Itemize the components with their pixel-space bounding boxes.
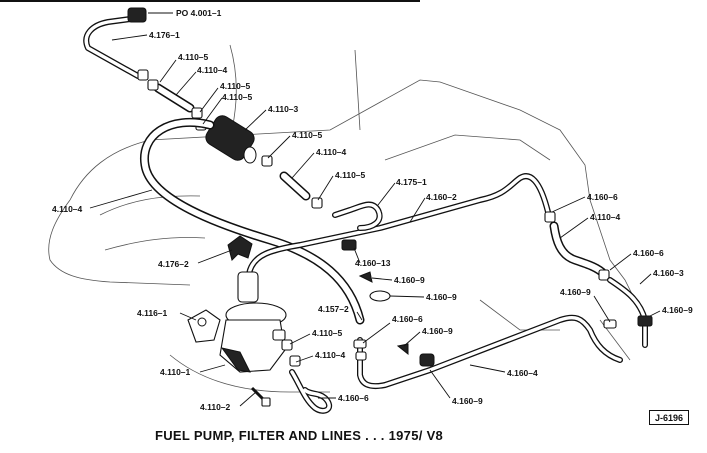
hose-middle	[261, 155, 323, 209]
label-4-110-3: 4.110–3	[268, 104, 299, 114]
figure-reference-box: J-6196	[649, 410, 689, 425]
label-4-160-2: 4.160–2	[426, 192, 457, 202]
label-4-175-1: 4.175–1	[396, 177, 427, 187]
label-4-160-9: 4.160–9	[452, 396, 483, 406]
fuel-filter	[205, 115, 257, 164]
label-4-110-5: 4.110–5	[220, 81, 251, 91]
pump-bolt	[250, 386, 271, 407]
label-4-160-6: 4.160–6	[633, 248, 664, 258]
label-4-110-2: 4.110–2	[200, 402, 231, 412]
label-4-176-1: 4.176–1	[149, 30, 180, 40]
callout-labels: PO 4.001–1 4.176–1 4.110–5 4.110–4 4.110…	[52, 8, 693, 412]
label-4-110-5: 4.110–5	[312, 328, 343, 338]
clips	[281, 271, 617, 367]
label-4-116-1: 4.116–1	[137, 308, 168, 318]
pump-gasket	[187, 309, 221, 343]
label-4-160-9: 4.160–9	[426, 292, 457, 302]
label-4-160-9: 4.160–9	[394, 275, 425, 285]
clamp-4-176-2	[227, 235, 253, 261]
fuel-line-4-160-2	[242, 173, 551, 293]
label-4-110-5: 4.110–5	[178, 52, 209, 62]
hose-loop-4-175-1	[332, 201, 383, 231]
feed-pipe-upper	[83, 7, 149, 81]
label-4-160-4: 4.160–4	[507, 368, 538, 378]
label-4-176-2: 4.176–2	[158, 259, 189, 269]
label-4-110-4: 4.110–4	[52, 204, 83, 214]
fuel-pump	[219, 271, 287, 373]
label-4-160-9: 4.160–9	[560, 287, 591, 297]
hose-loop-bottom	[289, 369, 333, 414]
label-4-160-9: 4.160–9	[662, 305, 693, 315]
hose-top	[147, 79, 207, 131]
label-4-110-5: 4.110–5	[222, 92, 253, 102]
label-4-110-5: 4.110–5	[292, 130, 323, 140]
label-4-160-6: 4.160–6	[587, 192, 618, 202]
label-4-160-13: 4.160–13	[355, 258, 391, 268]
leader-lines	[89, 12, 661, 407]
label-4-110-4: 4.110–4	[590, 212, 621, 222]
label-4-110-4: 4.110–4	[315, 350, 346, 360]
label-4-110-5: 4.110–5	[335, 170, 366, 180]
label-4-160-6: 4.160–6	[392, 314, 423, 324]
hose-right	[544, 211, 610, 281]
label-po-4-001-1: PO 4.001–1	[176, 8, 222, 18]
label-4-157-2: 4.157–2	[318, 304, 349, 314]
label-4-160-3: 4.160–3	[653, 268, 684, 278]
label-4-110-4: 4.110–4	[316, 147, 347, 157]
label-4-110-4: 4.110–4	[197, 65, 228, 75]
label-4-160-9: 4.160–9	[422, 326, 453, 336]
long-hose-to-pump	[139, 117, 365, 325]
diagram-caption: FUEL PUMP, FILTER AND LINES . . . 1975/ …	[155, 428, 444, 443]
fuel-line-4-160-4	[357, 314, 623, 390]
label-4-110-1: 4.110–1	[160, 367, 191, 377]
label-4-160-6: 4.160–6	[338, 393, 369, 403]
fuel-line-4-160-3	[607, 277, 653, 348]
